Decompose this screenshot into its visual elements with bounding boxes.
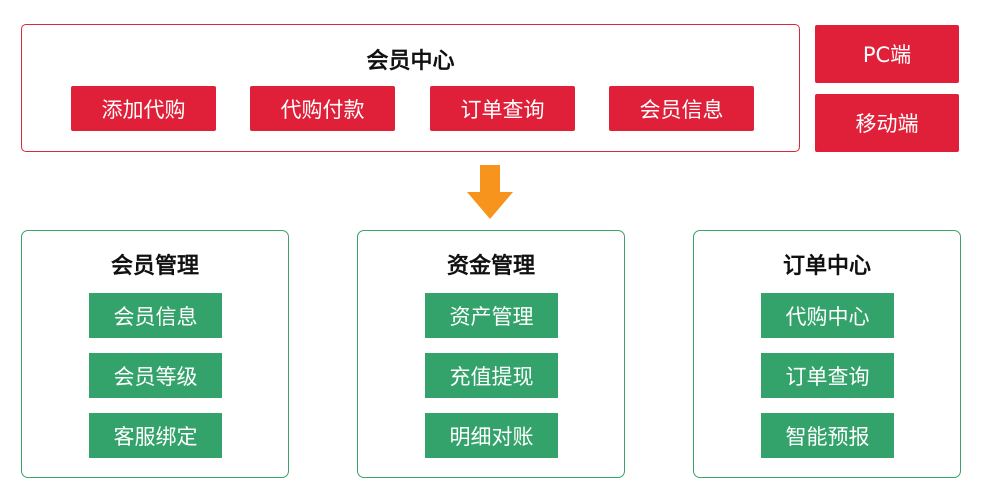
- module-panel-member-management: 会员管理 会员信息 会员等级 客服绑定: [21, 230, 289, 478]
- module-title: 会员管理: [110, 254, 199, 279]
- module-item-button[interactable]: 明细对账: [425, 413, 558, 458]
- pc-platform-button[interactable]: PC端: [815, 25, 959, 83]
- module-item-button[interactable]: 订单查询: [761, 353, 894, 398]
- module-item-button[interactable]: 客服绑定: [89, 413, 222, 458]
- module-item-button[interactable]: 会员信息: [89, 293, 222, 338]
- module-item-button[interactable]: 资产管理: [425, 293, 558, 338]
- order-query-button[interactable]: 订单查询: [430, 86, 575, 131]
- member-center-panel: 会员中心 添加代购 代购付款 订单查询 会员信息: [21, 24, 800, 152]
- mobile-platform-button[interactable]: 移动端: [815, 94, 959, 152]
- module-title: 资金管理: [446, 254, 535, 279]
- module-item-button[interactable]: 充值提现: [425, 353, 558, 398]
- down-arrow-icon: [467, 165, 513, 219]
- member-center-title: 会员中心: [366, 49, 455, 74]
- module-panel-fund-management: 资金管理 资产管理 充值提现 明细对账: [357, 230, 625, 478]
- module-panel-order-center: 订单中心 代购中心 订单查询 智能预报: [693, 230, 961, 478]
- add-purchase-button[interactable]: 添加代购: [71, 86, 216, 131]
- module-item-button[interactable]: 代购中心: [761, 293, 894, 338]
- purchase-payment-button[interactable]: 代购付款: [250, 86, 395, 131]
- module-title: 订单中心: [782, 254, 871, 279]
- module-item-button[interactable]: 会员等级: [89, 353, 222, 398]
- member-info-button[interactable]: 会员信息: [609, 86, 754, 131]
- module-item-button[interactable]: 智能预报: [761, 413, 894, 458]
